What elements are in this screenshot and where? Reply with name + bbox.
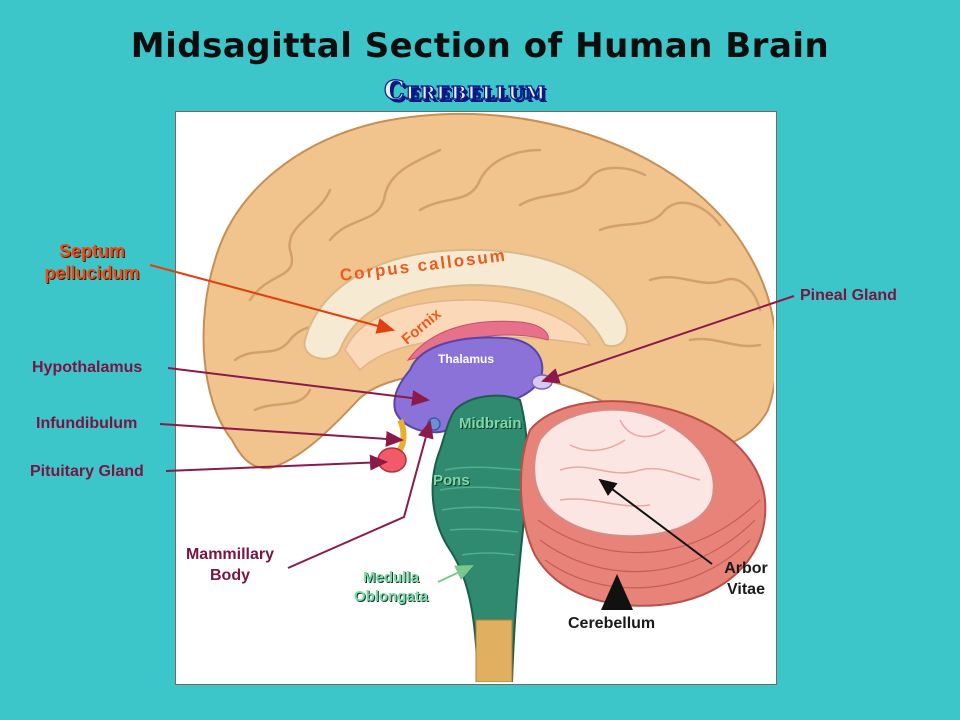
- hypothalamus-label: Hypothalamus: [32, 359, 143, 376]
- medulla-oblongata-label: Medulla Oblongata: [346, 568, 436, 606]
- pineal-pointer: [541, 295, 795, 384]
- mammillary-pointer: [287, 420, 434, 569]
- midbrain-label: Midbrain: [459, 415, 522, 432]
- arbor-vitae-pointer: [598, 478, 713, 565]
- pituitary-gland-label: Pituitary Gland: [30, 463, 144, 480]
- infundibulum-label: Infundibulum: [36, 415, 138, 432]
- medulla-label-line1: Medulla: [363, 569, 419, 586]
- cerebrum: [202, 112, 774, 470]
- medulla-label-line2: Oblongata: [353, 588, 429, 605]
- cerebellum-label: Cerebellum: [568, 615, 656, 632]
- slide-title: Midsagittal Section of Human Brain: [130, 26, 830, 66]
- mammillary-label-line1: Mammillary: [185, 546, 275, 563]
- infundibulum-shape: [395, 418, 407, 455]
- mammillary-body-label: Mammillary Body: [180, 544, 280, 586]
- pituitary-shape: [377, 447, 407, 473]
- septum-pointer: [149, 264, 395, 334]
- mammillary-label-line2: Body: [210, 567, 250, 584]
- arbor-vitae-label: Arbor Vitae: [706, 558, 786, 600]
- corpus-callosum-shape: [303, 248, 628, 360]
- pons-label: Pons: [433, 472, 470, 489]
- slide-subtitle: Cerebellum: [383, 75, 546, 106]
- septum-label-line2: pellucidum: [44, 263, 140, 283]
- medulla-pointer: [437, 565, 474, 583]
- thalamus-label: Thalamus: [438, 352, 495, 366]
- infundibulum-pointer: [159, 423, 404, 447]
- arbor-label-line2: Vitae: [727, 581, 765, 598]
- septum-label-line1: Septum: [58, 241, 125, 261]
- pineal-gland-label: Pineal Gland: [800, 287, 897, 304]
- arbor-label-line1: Arbor: [724, 560, 768, 577]
- hypothalamus-pointer: [167, 367, 430, 406]
- pituitary-pointer: [165, 454, 388, 472]
- pineal-shape: [531, 374, 553, 390]
- septum-pellucidum-label: Septum pellucidum: [22, 240, 162, 284]
